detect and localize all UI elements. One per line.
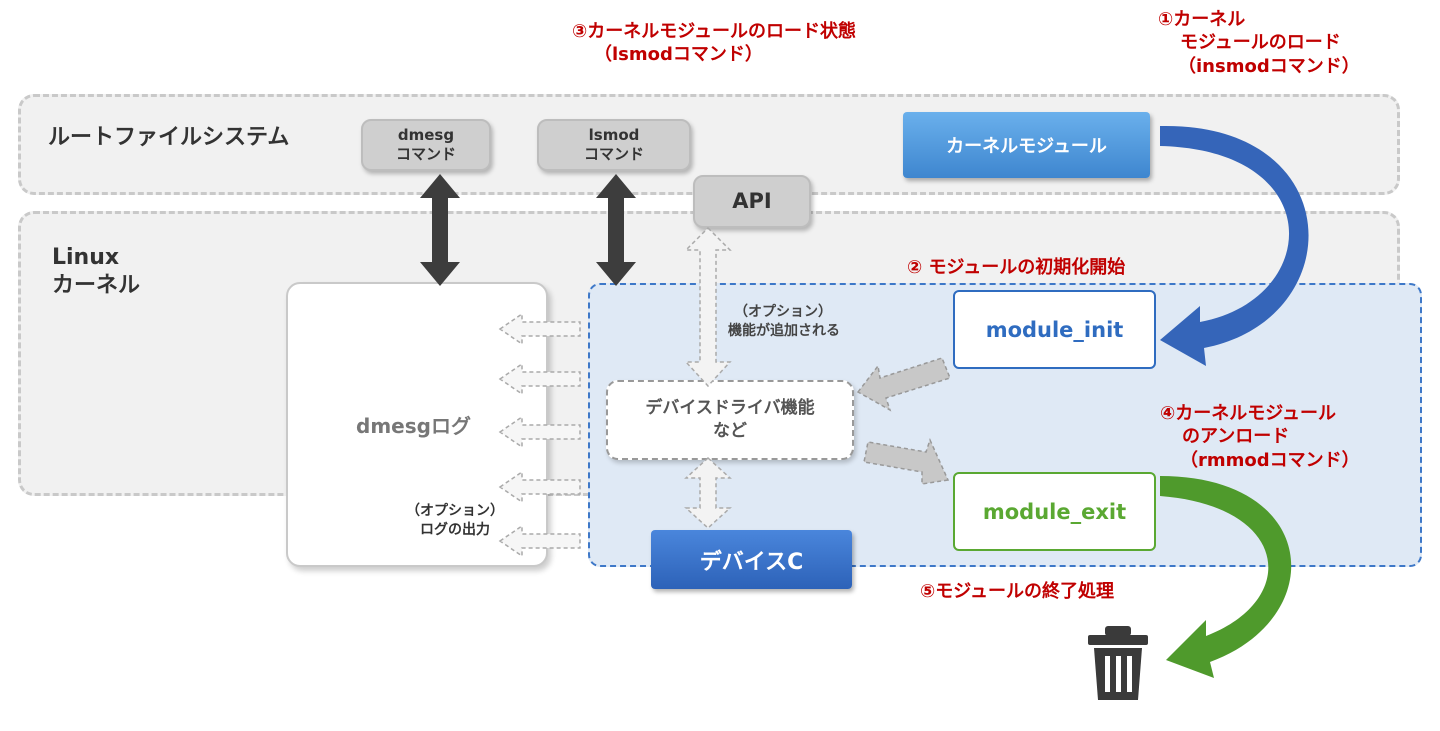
kernel-module-box: カーネルモジュール — [903, 112, 1150, 178]
dmesg-log-title: dmesgログ — [356, 414, 471, 438]
device-driver-box: デバイスドライバ機能 など — [606, 380, 854, 460]
log-arrow-5 — [498, 524, 581, 558]
device-driver-line2: など — [713, 421, 747, 441]
log-output-note-line1: （オプション） — [406, 503, 504, 519]
step1-line1: ①カーネル — [1158, 9, 1246, 30]
step1-line2: モジュールのロード — [1180, 32, 1341, 54]
step3-line2: （lsmodコマンド） — [594, 44, 763, 66]
lsmod-command-box: lsmod コマンド — [537, 119, 691, 171]
lsmod-double-arrow — [596, 174, 636, 286]
rootfs-label: ルートファイルシステム — [48, 125, 290, 150]
driver-device-double-arrow — [684, 456, 732, 530]
log-output-note: （オプション） ログの出力 — [385, 502, 525, 540]
step4-label: ④カーネルモジュール のアンロード （rmmodコマンド） — [1160, 402, 1360, 472]
step2-label: ② モジュールの初期化開始 — [907, 257, 1126, 278]
step5-label: ⑤モジュールの終了処理 — [920, 581, 1114, 602]
load-curve-arrow — [1160, 125, 1309, 366]
dmesg-double-arrow — [420, 174, 460, 286]
lsmod-command-line1: lsmod — [588, 126, 640, 145]
init-to-driver-arrow — [856, 357, 951, 412]
log-output-note-line2: ログの出力 — [420, 521, 490, 538]
api-driver-double-arrow — [684, 226, 732, 388]
trash-icon — [1088, 626, 1148, 700]
step1-line3: （insmodコマンド） — [1178, 55, 1360, 77]
feature-note-line1: （オプション） — [734, 304, 832, 320]
log-arrow-1 — [498, 312, 581, 346]
step3-line1: ③カーネルモジュールのロード状態 — [572, 21, 856, 42]
log-arrow-3 — [498, 415, 581, 449]
dmesg-command-box: dmesg コマンド — [361, 119, 491, 171]
kernel-label-line2: カーネル — [52, 272, 141, 298]
step3-label: ③カーネルモジュールのロード状態 （lsmodコマンド） — [572, 20, 856, 67]
device-driver-line1: デバイスドライバ機能 — [645, 398, 815, 419]
unload-curve-arrow — [1160, 476, 1292, 678]
kernel-label: Linux カーネル — [52, 244, 140, 299]
module-init-box: module_init — [953, 290, 1156, 369]
driver-to-exit-arrow — [863, 437, 950, 485]
dmesg-command-line1: dmesg — [397, 126, 455, 145]
kernel-label-line1: Linux — [52, 245, 120, 270]
log-arrow-4 — [498, 470, 581, 504]
step4-line1: ④カーネルモジュール — [1160, 403, 1336, 424]
device-c-box: デバイスC — [651, 530, 852, 589]
feature-note-line2: 機能が追加される — [728, 322, 840, 339]
lsmod-command-line2: コマンド — [583, 145, 644, 163]
log-arrow-2 — [498, 362, 581, 396]
step4-line3: （rmmodコマンド） — [1180, 449, 1360, 471]
module-exit-box: module_exit — [953, 472, 1156, 551]
dmesg-command-line2: コマンド — [395, 145, 456, 163]
log-output-arrows — [498, 312, 581, 558]
api-box: API — [693, 175, 811, 228]
feature-added-note: （オプション） 機能が追加される — [728, 303, 888, 341]
step1-label: ①カーネル モジュールのロード （insmodコマンド） — [1158, 8, 1360, 78]
step4-line2: のアンロード — [1182, 426, 1290, 448]
